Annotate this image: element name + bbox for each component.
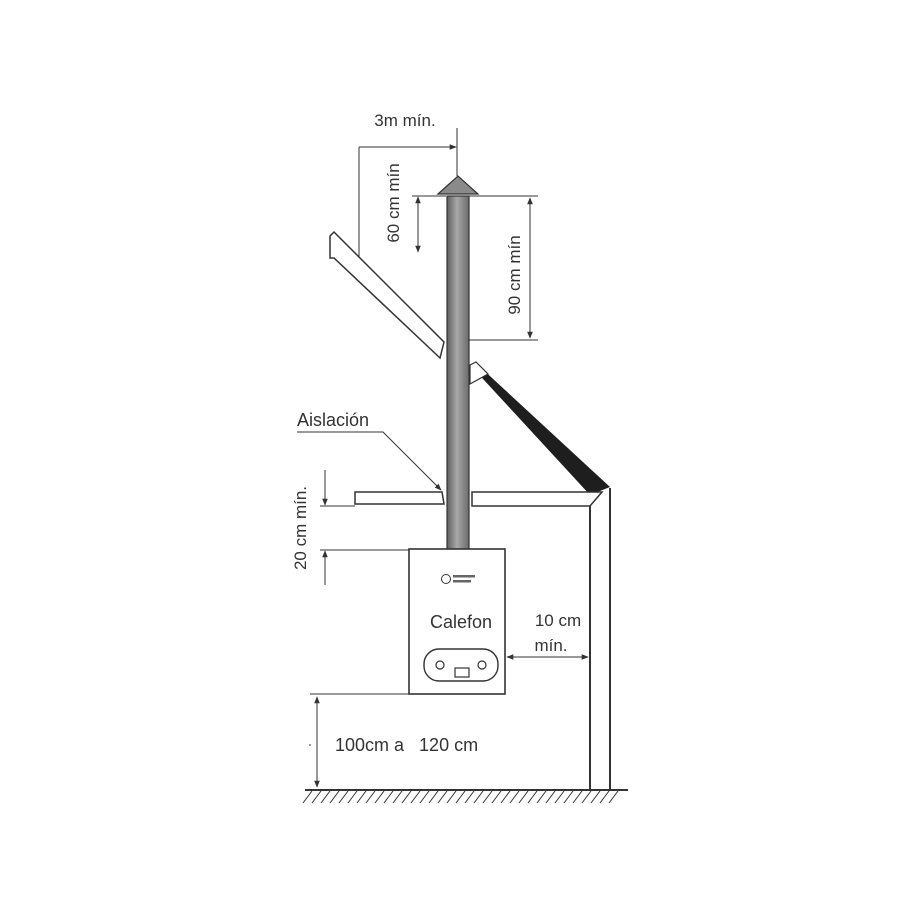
hatch-line bbox=[464, 790, 475, 804]
hatch-line bbox=[500, 790, 511, 804]
dim-20cm-label: 20 cm mín. bbox=[291, 486, 310, 570]
hatch-line bbox=[374, 790, 385, 804]
left-knob bbox=[435, 660, 445, 670]
hatch-line bbox=[320, 790, 331, 804]
hatch-line bbox=[482, 790, 493, 804]
hatch-line bbox=[365, 790, 376, 804]
hatch-line bbox=[536, 790, 547, 804]
hatch-line bbox=[329, 790, 340, 804]
dim-10cm-label-line1: 10 cm bbox=[535, 611, 581, 630]
dim-90cm-label: 90 cm mín bbox=[505, 235, 524, 314]
dim-20cm: 20 cm mín. bbox=[291, 470, 409, 585]
control-panel bbox=[423, 648, 499, 682]
dim-mounting-height-label: 100cm a 120 cm bbox=[335, 735, 478, 755]
hatch-line bbox=[311, 790, 322, 804]
ceiling-slab bbox=[354, 491, 604, 507]
right-knob bbox=[477, 660, 487, 670]
hatch-line bbox=[383, 790, 394, 804]
hatch-line bbox=[491, 790, 502, 804]
insulation-callout: Aislación bbox=[297, 410, 442, 491]
right-wall bbox=[589, 488, 611, 790]
appliance-label: Calefon bbox=[430, 612, 492, 632]
dim-mounting-height: 100cm a 120 cm bbox=[309, 693, 478, 788]
dim-3m-label: 3m mín. bbox=[374, 111, 435, 130]
hatch-line bbox=[338, 790, 349, 804]
dim-60cm-label: 60 cm mín bbox=[384, 163, 403, 242]
display-window bbox=[454, 667, 470, 678]
hatch-line bbox=[455, 790, 466, 804]
right-roof-slab bbox=[469, 361, 610, 495]
hatch-line bbox=[608, 790, 619, 804]
hatch-line bbox=[473, 790, 484, 804]
left-roof-slab bbox=[329, 230, 445, 360]
chimney-pipe bbox=[436, 175, 480, 551]
hatch-line bbox=[509, 790, 520, 804]
hatch-line bbox=[590, 790, 601, 804]
dim-10cm: 10 cm mín. bbox=[506, 611, 589, 660]
insulation-label: Aislación bbox=[297, 410, 369, 430]
hatch-line bbox=[392, 790, 403, 804]
dim-10cm-label-line2: mín. bbox=[534, 636, 567, 655]
hatch-line bbox=[518, 790, 529, 804]
hatch-line bbox=[302, 790, 313, 804]
hatch-line bbox=[356, 790, 367, 804]
hatch-line bbox=[446, 790, 457, 804]
chimney-cap-icon bbox=[436, 175, 480, 195]
hatch-line bbox=[527, 790, 538, 804]
floor-hatching bbox=[302, 790, 619, 804]
brand-logo-icon bbox=[441, 574, 475, 584]
hatch-line bbox=[401, 790, 412, 804]
hatch-line bbox=[572, 790, 583, 804]
hatch-line bbox=[437, 790, 448, 804]
hatch-line bbox=[554, 790, 565, 804]
hatch-line bbox=[428, 790, 439, 804]
dim-90cm: 90 cm mín bbox=[468, 195, 538, 341]
hatch-line bbox=[545, 790, 556, 804]
hatch-line bbox=[347, 790, 358, 804]
hatch-line bbox=[410, 790, 421, 804]
floor bbox=[302, 789, 628, 804]
hatch-line bbox=[581, 790, 592, 804]
hatch-line bbox=[563, 790, 574, 804]
hatch-line bbox=[599, 790, 610, 804]
dim-3m-horizontal: 3m mín. bbox=[358, 111, 458, 258]
water-heater: Calefon bbox=[408, 548, 506, 695]
hatch-line bbox=[419, 790, 430, 804]
dim-60cm: 60 cm mín bbox=[384, 163, 446, 253]
